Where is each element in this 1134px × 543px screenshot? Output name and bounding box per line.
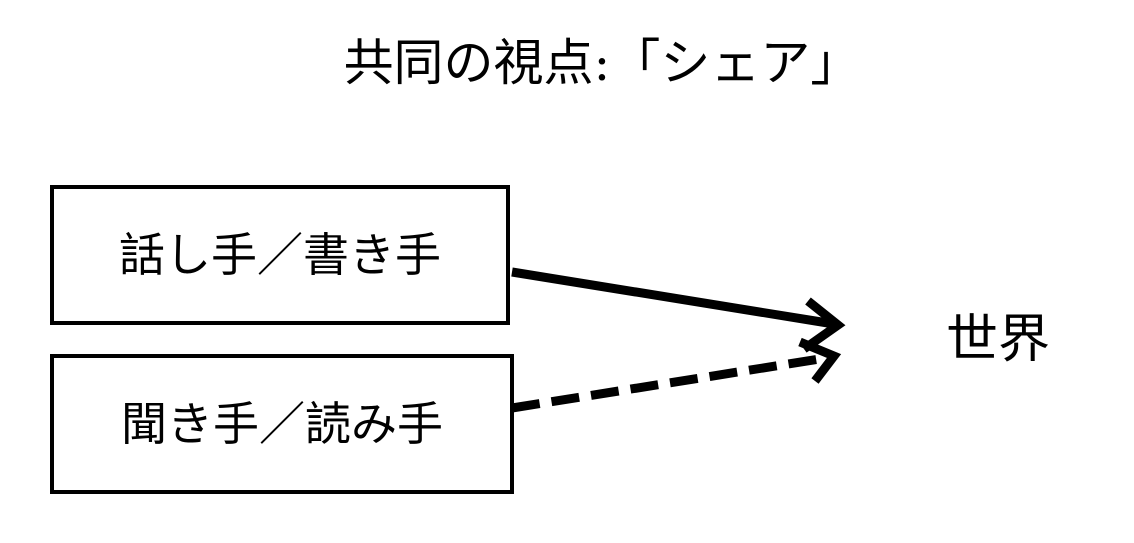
solid-arrow xyxy=(511,267,846,353)
dashed-arrow xyxy=(511,337,842,413)
speaker-writer-box: 話し手／書き手 xyxy=(50,185,510,325)
listener-reader-label: 聞き手／読み手 xyxy=(121,397,443,451)
diagram-title: 共同の視点:「シェア」 xyxy=(343,34,861,92)
world-label: 世界 xyxy=(946,310,1051,370)
listener-reader-box: 聞き手／読み手 xyxy=(50,354,514,494)
speaker-writer-label: 話し手／書き手 xyxy=(119,228,441,282)
